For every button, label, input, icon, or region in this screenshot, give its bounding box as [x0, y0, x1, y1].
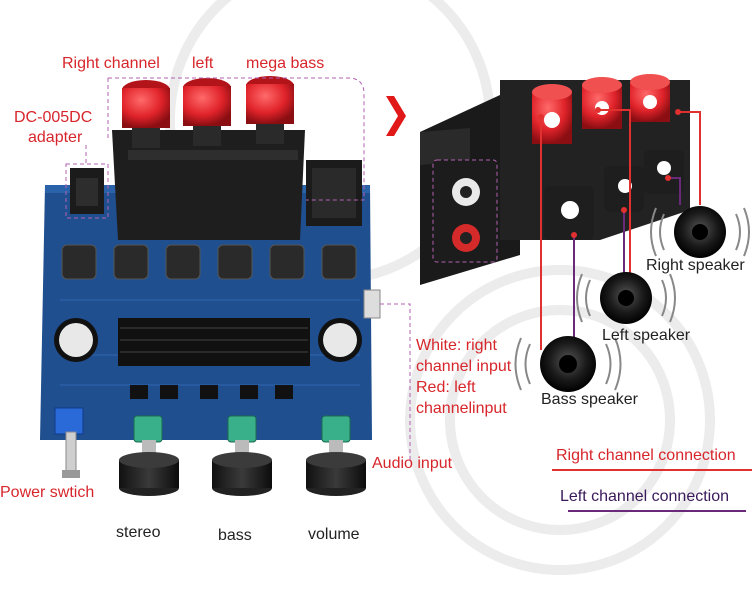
legend-right-connection: Right channel connection	[556, 447, 736, 464]
label-input-4: channelinput	[416, 400, 507, 417]
label-input-2: channel input	[416, 358, 512, 375]
label-stereo: stereo	[116, 524, 161, 541]
knobs	[119, 440, 366, 496]
label-input-3: Red: left	[416, 379, 476, 396]
closeup-view	[420, 74, 690, 285]
label-dc-adapter-2: adapter	[28, 129, 83, 146]
inductors	[61, 244, 357, 280]
potentiometers	[133, 415, 351, 443]
chevron-right-icon	[386, 96, 406, 136]
label-mega-bass: mega bass	[246, 55, 325, 72]
label-bass: bass	[218, 527, 252, 544]
audio-input-jack	[306, 160, 381, 319]
speaker-icon-right	[650, 206, 750, 258]
speaker-icon-left	[576, 272, 676, 324]
terminal-block	[112, 130, 305, 240]
label-input-1: White: right	[416, 337, 497, 354]
power-switch	[62, 431, 80, 478]
label-volume: volume	[308, 526, 360, 543]
callout-outlines	[65, 77, 411, 460]
label-right-speaker: Right speaker	[646, 257, 745, 274]
label-dc-adapter-1: DC-005DC	[14, 109, 93, 126]
dc-jack	[70, 168, 104, 214]
label-audio-input: Audio input	[372, 455, 453, 472]
wire-dots	[538, 107, 681, 238]
binding-posts	[122, 76, 294, 148]
speaker-icon-bass	[514, 336, 622, 392]
legend-left-connection: Left channel connection	[560, 488, 730, 505]
legend-left-line	[568, 510, 746, 512]
legend-right-line	[552, 469, 752, 471]
label-power-switch: Power swtich	[0, 484, 95, 501]
label-left: left	[192, 55, 214, 72]
connection-wires	[540, 109, 701, 350]
trimmer	[54, 407, 84, 435]
label-bass-speaker: Bass speaker	[541, 391, 638, 408]
label-right-channel: Right channel	[62, 55, 160, 72]
electrolytic-capacitors	[54, 318, 362, 362]
ic-chips	[130, 385, 293, 399]
heatsink	[118, 318, 310, 366]
label-left-speaker: Left speaker	[602, 327, 691, 344]
